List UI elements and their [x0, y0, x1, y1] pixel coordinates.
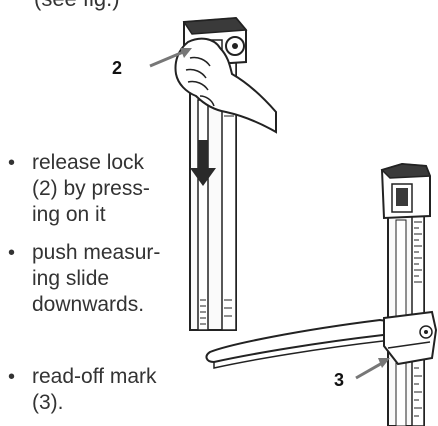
figure-read-off — [205, 162, 438, 426]
rod-cap — [380, 162, 432, 220]
callout-arrow-mark — [355, 358, 390, 380]
down-arrow-icon — [190, 140, 216, 186]
instruction-item: • release lock (2) by press- ing on it — [8, 150, 150, 228]
callout-label-lock: 2 — [112, 58, 123, 78]
bullet-icon: • — [8, 152, 16, 174]
callout-arrow-lock — [149, 48, 192, 68]
instruction-text: push measur- ing slide downwards. — [32, 241, 161, 316]
instruction-text: read-off mark (3). — [32, 365, 157, 414]
instruction-text: release lock (2) by press- ing on it — [32, 151, 150, 226]
bullet-icon: • — [8, 366, 16, 388]
callout-label-mark: 3 — [334, 370, 345, 390]
instruction-item: • push measur- ing slide downwards. — [8, 240, 160, 318]
instruction-item: • read-off mark (3). — [8, 364, 157, 416]
figure-release-lock — [149, 16, 277, 331]
bullet-icon: • — [8, 242, 16, 264]
measuring-slide-arm — [205, 310, 438, 369]
truncated-top-text: (see fig.) — [34, 0, 120, 12]
hand-illustration — [174, 37, 277, 134]
